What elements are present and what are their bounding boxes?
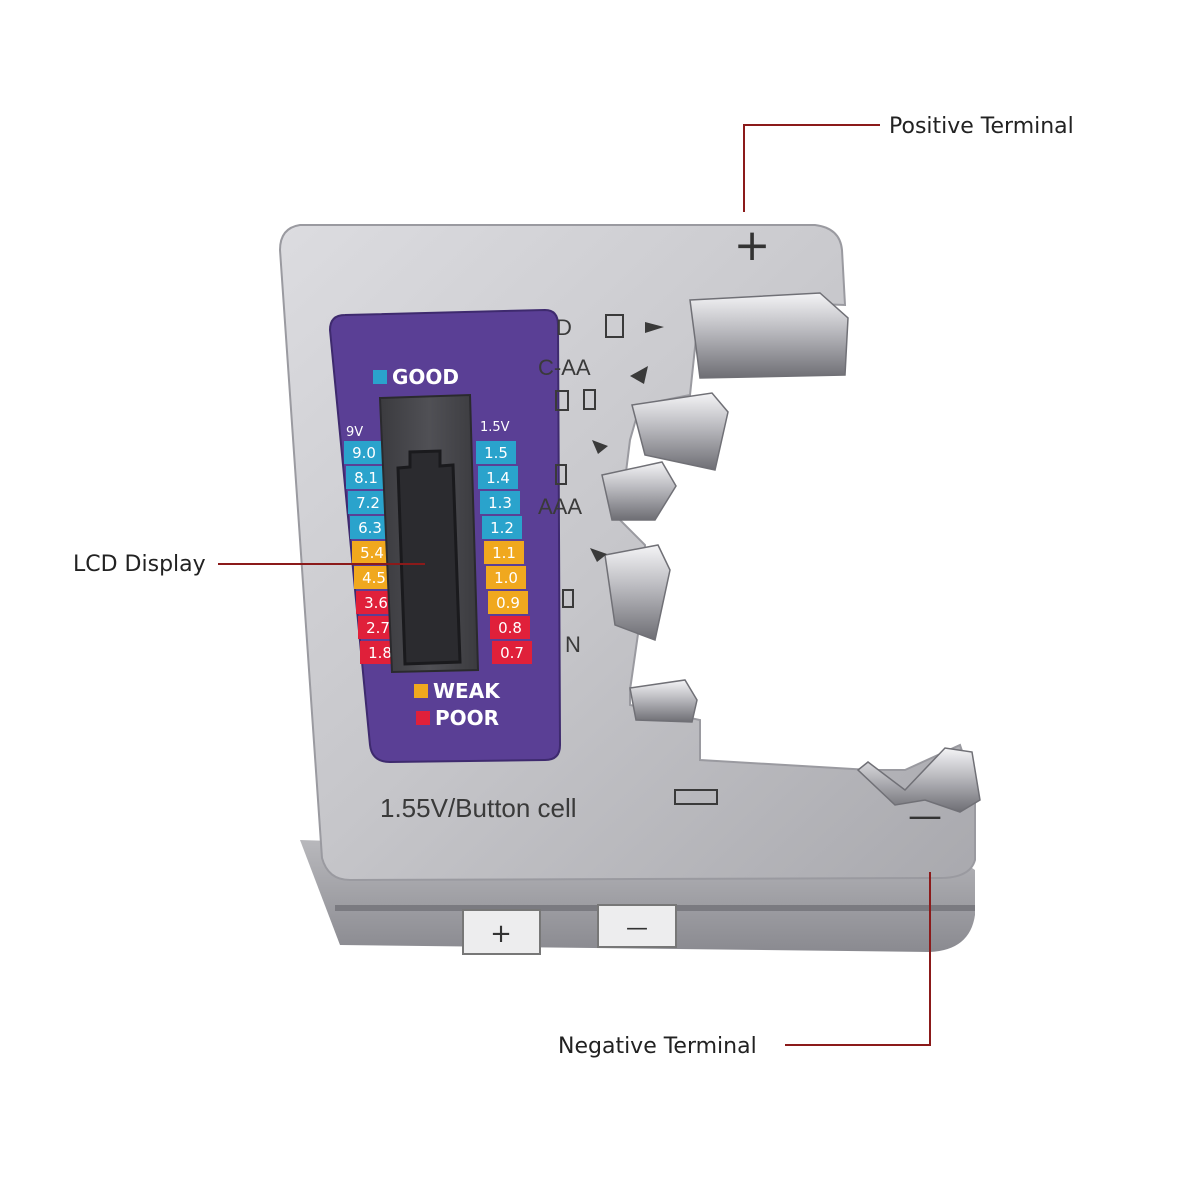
side-probe-minus-sign: — [626, 916, 648, 941]
side-probe-positive [462, 909, 541, 955]
scale-9v-cell [348, 491, 388, 514]
scale-15v-cell [482, 516, 522, 539]
weak-swatch [414, 684, 428, 698]
display-panel: GOOD 9V 1.5V 9.0 8.1 7.2 6.3 5.4 4.5 3.6… [328, 308, 562, 764]
scale-9v: 9.0 8.1 7.2 6.3 5.4 4.5 3.6 2.7 1.8 [344, 441, 400, 664]
contact-n [604, 544, 671, 642]
scale-9v-value: 8.1 [354, 469, 378, 487]
scale-15v-value: 1.0 [494, 569, 518, 587]
scale-9v-cell [352, 541, 392, 564]
scale-9v-cell [354, 566, 394, 589]
scale-15v: 1.5 1.4 1.3 1.2 1.1 1.0 0.9 0.8 0.7 [476, 441, 532, 664]
slot-label-c-aa: C-AA [538, 355, 591, 380]
side-probe-plus-sign: + [490, 919, 512, 949]
scale-9v-value: 4.5 [362, 569, 386, 587]
slot-label-aaa: AAA [538, 494, 582, 519]
contact-button-cell [629, 679, 698, 723]
battery-n-icon [562, 589, 574, 608]
weak-label: WEAK [433, 679, 501, 703]
battery-d-icon [605, 314, 624, 338]
button-cell-label: 1.55V/Button cell [380, 793, 577, 823]
scale-15v-header: 1.5V [480, 420, 510, 435]
scale-15v-cell [490, 616, 530, 639]
contact-d [689, 292, 849, 379]
slot-label-d: D [556, 315, 572, 340]
scale-15v-cell [486, 566, 526, 589]
scale-15v-value: 1.5 [484, 444, 508, 462]
body-markings: D C-AA AAA N 1.55V/Button cell + — [380, 220, 942, 836]
scale-9v-cell [344, 441, 384, 464]
scale-15v-value: 1.3 [488, 494, 512, 512]
positive-sign-icon: + [734, 220, 771, 271]
scale-15v-cell [478, 466, 518, 489]
scale-15v-cell [480, 491, 520, 514]
scale-9v-header: 9V [346, 425, 363, 440]
arrow-aaa-icon [592, 440, 608, 454]
scale-15v-cell [492, 641, 532, 664]
scale-15v-value: 1.2 [490, 519, 514, 537]
scale-15v-cell [484, 541, 524, 564]
scale-15v-value: 1.1 [492, 544, 516, 562]
scale-15v-value: 0.7 [500, 644, 524, 662]
battery-aa-icon [583, 389, 596, 410]
button-cell-icon [674, 789, 718, 805]
leader-positive-terminal [743, 124, 880, 212]
arrow-n-icon [590, 548, 607, 562]
scale-9v-value: 9.0 [352, 444, 376, 462]
arrow-c-aa-icon [630, 366, 648, 384]
poor-swatch [416, 711, 430, 725]
negative-sign-icon: — [908, 796, 942, 836]
scale-15v-value: 0.8 [498, 619, 522, 637]
arrow-d-icon [645, 322, 664, 333]
scale-15v-cell [476, 441, 516, 464]
scale-9v-value: 2.7 [366, 619, 390, 637]
scale-9v-value: 1.8 [368, 644, 392, 662]
callout-positive-terminal: Positive Terminal [889, 114, 1074, 139]
scale-9v-cell [356, 591, 396, 614]
side-probes: + — [462, 904, 677, 955]
good-swatch [373, 370, 387, 384]
callout-lcd-display: LCD Display [73, 552, 206, 577]
scale-9v-value: 6.3 [358, 519, 382, 537]
callout-negative-terminal: Negative Terminal [558, 1034, 757, 1059]
contacts [601, 292, 981, 813]
scale-15v-value: 1.4 [486, 469, 510, 487]
scale-9v-cell [358, 616, 398, 639]
contact-aaa [601, 461, 677, 521]
poor-label: POOR [435, 706, 499, 730]
battery-c-icon [555, 390, 569, 411]
scale-15v-value: 0.9 [496, 594, 520, 612]
scale-15v-cell [488, 591, 528, 614]
slot-label-n: N [565, 632, 581, 657]
leader-negative-terminal [785, 872, 931, 1046]
battery-aaa-icon [555, 464, 567, 485]
good-label: GOOD [392, 365, 459, 389]
contact-c-aa [631, 392, 729, 471]
callout-leaders [218, 124, 931, 1046]
scale-9v-cell [346, 466, 386, 489]
lcd-battery-outline-icon [396, 449, 462, 666]
scale-9v-cell [350, 516, 390, 539]
scale-9v-value: 3.6 [364, 594, 388, 612]
scale-9v-value: 7.2 [356, 494, 380, 512]
scale-9v-value: 5.4 [360, 544, 384, 562]
contact-negative [856, 747, 981, 813]
side-probe-negative [597, 904, 677, 948]
